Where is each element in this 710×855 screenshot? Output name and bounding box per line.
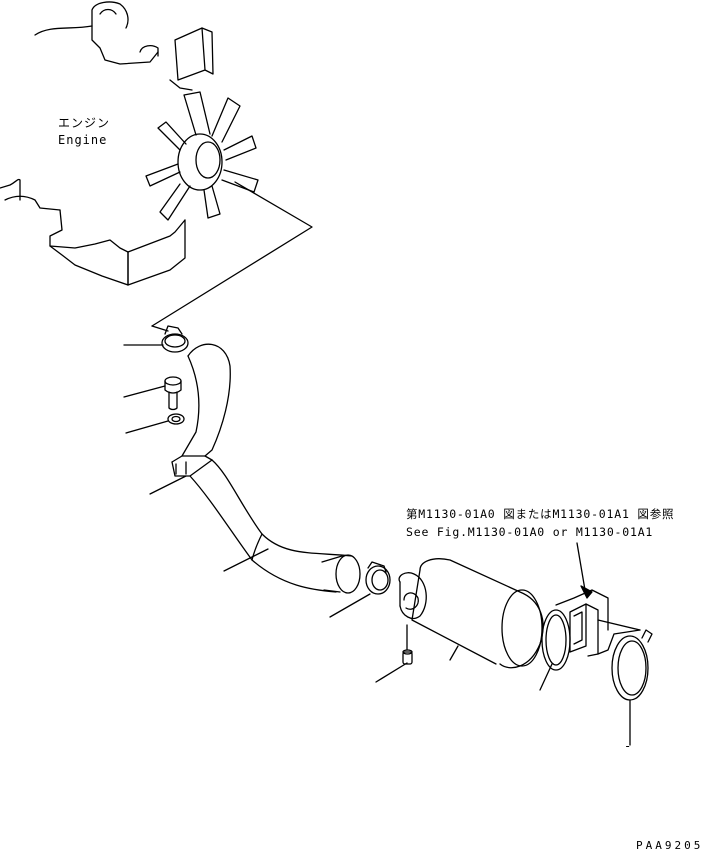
fan	[145, 91, 259, 221]
leader-lines	[123, 181, 631, 746]
intake-hose	[171, 343, 361, 594]
adapter-bracket	[555, 589, 641, 657]
reference-note-japanese: 第M1130-01A0 図またはM1130-01A1 図参照	[406, 507, 675, 521]
hose-clamp-upper	[161, 325, 189, 353]
washer	[167, 413, 185, 425]
reference-note-english: See Fig.M1130-01A0 or M1130-01A1	[406, 525, 654, 539]
engine-label-english: Engine	[58, 133, 108, 147]
drawing-number: PAA9205	[636, 839, 704, 852]
air-cleaner-clamp	[541, 609, 571, 671]
end-clamp-ring	[611, 629, 653, 701]
engine-block	[0, 1, 214, 286]
hose-clamp-middle	[365, 561, 391, 595]
bolt	[164, 376, 182, 411]
part-callout-dash: -	[624, 739, 633, 753]
engine-label-japanese: エンジン	[58, 116, 111, 130]
air-cleaner	[398, 558, 544, 669]
